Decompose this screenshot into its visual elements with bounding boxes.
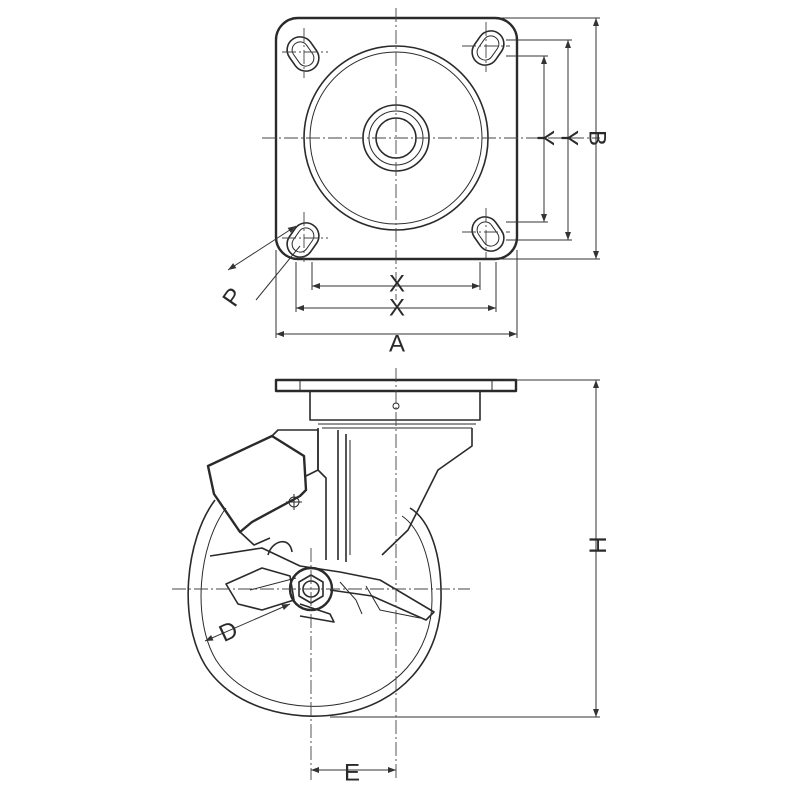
bolt-slot-top-left — [286, 36, 320, 72]
bolt-slot-top-right — [471, 30, 505, 66]
label-d: D — [215, 616, 242, 648]
label-x-inner: X — [389, 270, 405, 297]
swivel-housing-side — [309, 391, 481, 421]
arrowhead-h-start — [593, 380, 599, 388]
mounting-plate-outline — [274, 16, 519, 261]
dimension-line-p — [227, 225, 297, 271]
arrowhead-e-end — [388, 767, 396, 773]
label-a: A — [389, 330, 405, 357]
arrowhead-b-start — [593, 18, 599, 26]
side-view — [172, 368, 518, 780]
arrowhead-e-start — [311, 767, 319, 773]
label-b: B — [584, 130, 611, 146]
label-h: H — [584, 536, 611, 553]
wheel-outer — [187, 499, 442, 717]
wheel-inner — [200, 507, 433, 707]
fork-leg — [381, 428, 473, 556]
top-view-dimensions — [227, 17, 600, 338]
top-view — [262, 8, 600, 300]
arrowhead-y-outer-start — [565, 40, 571, 48]
arrowhead-x-outer-start — [296, 305, 304, 311]
label-p: P — [217, 283, 248, 312]
arrowhead-d-start — [205, 635, 214, 641]
arrowhead-y-inner-start — [541, 56, 547, 64]
brake-arm — [209, 547, 435, 621]
arrowhead-h-end — [593, 709, 599, 717]
side-view-dimensions — [311, 379, 600, 771]
arrowhead-y-inner-end — [541, 214, 547, 222]
brake-pedal — [206, 434, 308, 534]
arrowhead-x-inner-start — [312, 283, 320, 289]
arrowhead-x-outer-end — [488, 305, 496, 311]
arrowhead-y-outer-end — [565, 232, 571, 240]
bolt-slot-bottom-right — [471, 216, 505, 252]
arrowhead-p-start — [228, 263, 237, 270]
dimension-line-d — [204, 603, 291, 642]
arrowhead-b-end — [593, 251, 599, 259]
arrowhead-p-end — [287, 226, 296, 233]
label-y-inner: Y — [532, 130, 559, 146]
label-y-outer: Y — [556, 130, 583, 146]
arrowhead-a-start — [276, 331, 284, 337]
label-x-outer: X — [389, 294, 405, 321]
arrowhead-x-inner-end — [472, 283, 480, 289]
arrowhead-a-end — [509, 331, 517, 337]
arrowhead-d-end — [281, 604, 290, 610]
label-e: E — [344, 759, 360, 786]
